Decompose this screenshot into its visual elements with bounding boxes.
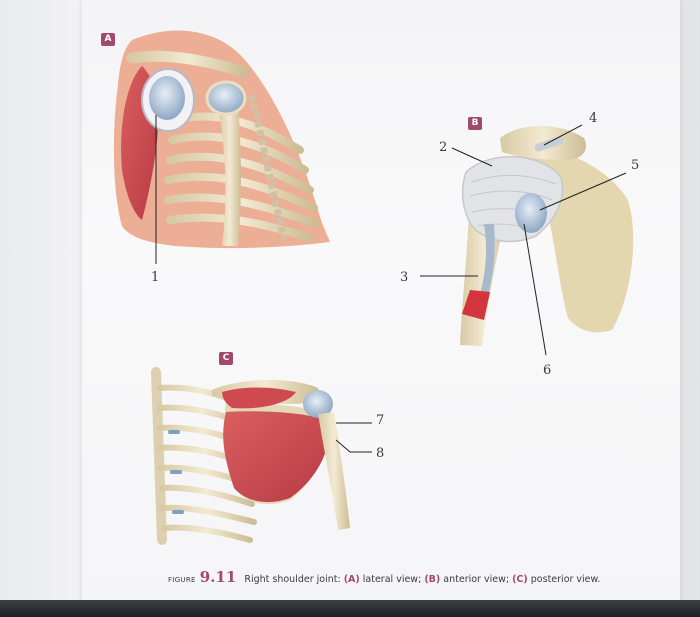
glenoid-labrum	[149, 76, 185, 120]
infraspinatus-muscle	[223, 411, 330, 503]
panel-label-a: A	[101, 33, 115, 46]
callout-8: 8	[376, 446, 385, 461]
vertebral-column	[248, 94, 288, 239]
caption-figure-number: 9.11	[199, 568, 237, 586]
caption-view-b-letter: (B)	[424, 574, 441, 585]
humeral-head-a	[205, 80, 247, 116]
panel-label-b: B	[468, 117, 482, 130]
bottom-dark-bar	[0, 600, 700, 617]
glenoid-cartilage-b	[515, 193, 547, 233]
panel-a-lateral-view	[113, 30, 331, 264]
panel-label-c: C	[219, 352, 233, 365]
leader-line-8	[335, 439, 351, 453]
biceps-tendon	[480, 224, 495, 296]
coracoacromial-ligament	[534, 136, 564, 152]
clavicle	[126, 50, 251, 78]
biceps-muscle-cut	[462, 290, 490, 320]
humerus-a	[218, 106, 241, 246]
callout-1: 1	[151, 270, 160, 285]
caption-figure-word: FIGURE	[168, 576, 196, 584]
panel-c-posterior-view	[151, 367, 372, 545]
callout-6: 6	[543, 363, 552, 378]
caption-view-c-letter: (C)	[512, 574, 528, 585]
callout-4: 4	[589, 111, 598, 126]
joint-capsule-ligaments	[461, 155, 564, 243]
callout-2: 2	[439, 140, 448, 155]
leader-line-4	[543, 124, 583, 146]
figure-caption: FIGURE 9.11 Right shoulder joint: (A) la…	[168, 568, 600, 586]
callout-7: 7	[376, 413, 385, 428]
caption-view-a-letter: (A)	[343, 574, 360, 585]
caption-view-b-text: anterior view;	[443, 574, 510, 585]
callout-5: 5	[631, 158, 640, 173]
humerus-c	[318, 412, 350, 530]
leader-line-2	[451, 147, 493, 167]
supraspinatus-muscle	[222, 387, 296, 409]
caption-view-a-text: lateral view;	[362, 574, 422, 585]
caption-title: Right shoulder joint:	[244, 574, 341, 585]
leader-line-6	[523, 223, 547, 356]
humeral-head-c	[303, 390, 333, 418]
callout-3: 3	[400, 270, 409, 285]
leader-line-5	[539, 172, 627, 211]
panel-b-anterior-view	[420, 124, 634, 356]
caption-view-c-text: posterior view.	[530, 574, 601, 585]
intervertebral-discs	[168, 430, 184, 514]
